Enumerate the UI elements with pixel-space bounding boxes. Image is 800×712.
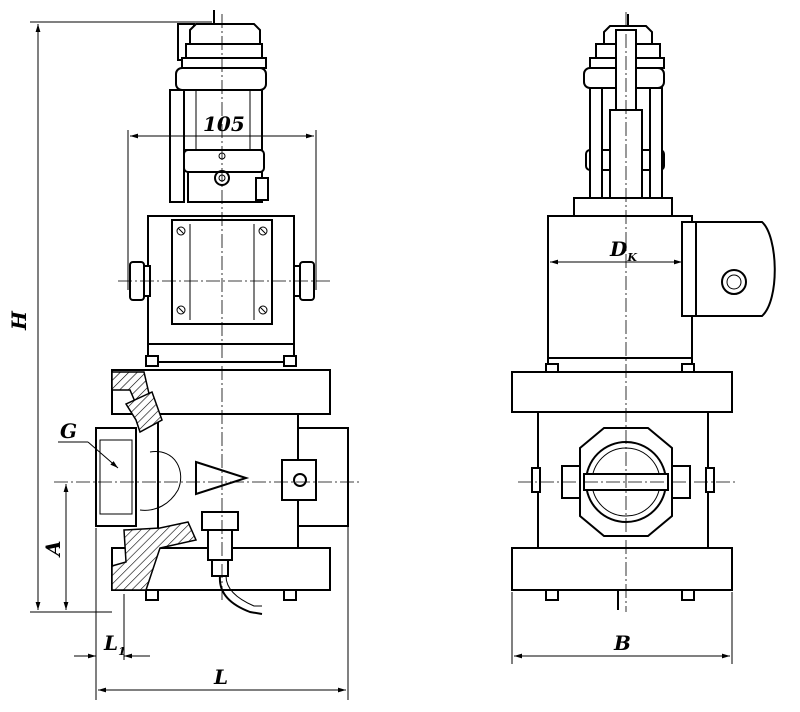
dimension-L: L — [98, 526, 349, 700]
dim-L-label: L — [213, 665, 228, 689]
solenoid-housing — [129, 215, 315, 367]
dim-Dk-main: D — [609, 237, 628, 261]
dim-B-label: B — [613, 631, 631, 655]
front-view: 105 — [7, 10, 362, 700]
actuator-head — [169, 10, 269, 203]
dim-L1-main: L — [103, 631, 118, 655]
dim-Dk-sub: K — [626, 251, 637, 264]
svg-text:DK: DK — [609, 237, 637, 264]
dim-105-label: 105 — [203, 112, 245, 136]
dim-H-label: H — [7, 310, 31, 331]
dimension-105: 105 — [127, 112, 317, 290]
svg-text:L1: L1 — [103, 631, 126, 658]
dimension-G: G — [58, 419, 119, 469]
side-view: DK B — [511, 12, 776, 664]
dim-L1-sub: 1 — [118, 645, 126, 658]
dim-G-label: G — [60, 419, 77, 443]
dimension-Dk: DK — [550, 237, 682, 265]
side-actuator-head — [573, 14, 673, 217]
dimension-H: H — [7, 21, 212, 613]
side-valve-body — [511, 371, 733, 610]
dimension-B: B — [511, 592, 733, 664]
side-solenoid-housing — [545, 215, 776, 375]
dimension-A: A — [41, 484, 69, 610]
dimension-L1: L1 — [74, 528, 150, 700]
dim-A-label: A — [41, 540, 65, 558]
